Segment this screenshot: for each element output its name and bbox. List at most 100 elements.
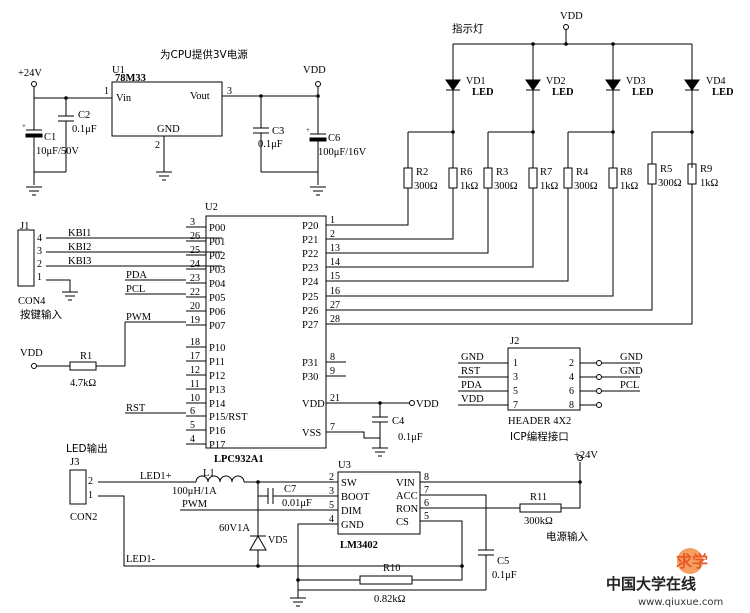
svg-text:VDD: VDD [416, 399, 439, 410]
resistor-r4: R4 300Ω [563, 131, 613, 192]
u2-pin-name: P06 [209, 307, 225, 318]
u2-pin-num: 5 [190, 420, 195, 431]
u2-pin-num: 22 [190, 287, 200, 298]
u3-pin-name: DIM [341, 506, 362, 517]
svg-text:300Ω: 300Ω [494, 181, 518, 192]
u2-pin-name: P20 [302, 221, 318, 232]
svg-text:C2: C2 [78, 110, 90, 121]
resistor-r5: R5 300Ω [647, 131, 692, 189]
u2-pin-num: 15 [330, 271, 340, 282]
resistor-r9: R9 1kΩ [687, 163, 719, 189]
u3-pin-num: 2 [329, 472, 334, 483]
u3-pin-num: 8 [424, 472, 429, 483]
svg-text:R8: R8 [620, 167, 632, 178]
u3-pin-num: 5 [424, 511, 429, 522]
connector-j3: LED输出 J3 2 1 CON2 LED1+ LED1- [66, 442, 258, 567]
u3-pin-num: 7 [424, 485, 429, 496]
svg-text:按键输入: 按键输入 [20, 308, 62, 321]
svg-text:300Ω: 300Ω [574, 181, 598, 192]
u3-pin-name: GND [341, 520, 364, 531]
svg-text:L1: L1 [203, 468, 215, 479]
svg-text:300Ω: 300Ω [414, 181, 438, 192]
svg-text:0.1μF: 0.1μF [72, 124, 97, 135]
capacitor-c5: C5 0.1μF [478, 549, 517, 590]
watermark: 求学 中国大学在线 www.qiuxue.com [606, 548, 723, 608]
svg-text:0.1μF: 0.1μF [258, 139, 283, 150]
svg-text:U3: U3 [338, 460, 351, 471]
j2-left-num: 1 [513, 358, 518, 369]
j2-right-num: 6 [569, 386, 574, 397]
svg-text:VD5: VD5 [268, 535, 287, 546]
svg-text:2: 2 [88, 476, 93, 487]
svg-text:www.qiuxue.com: www.qiuxue.com [638, 597, 723, 608]
j2-left-net: VDD [461, 394, 484, 405]
u3-pin-name: VIN [396, 478, 415, 489]
u2-pin-num: 17 [190, 351, 200, 362]
u2-pin-name: P02 [209, 251, 225, 262]
svg-text:300kΩ: 300kΩ [524, 516, 553, 527]
u2-pin-name: P07 [209, 321, 225, 332]
svg-text:0.1μF: 0.1μF [492, 570, 517, 581]
indicator-title: 指示灯 [452, 22, 484, 35]
u2-pin-num: 2 [330, 229, 335, 240]
capacitor-c1: + C1 10μF/50V [22, 98, 79, 185]
u2-pin-name: VDD [302, 399, 325, 410]
u2-left-pins: P003P0126P0225P0324P0423P0522P0620P0719P… [186, 217, 248, 451]
led-vd3: VD3 LED [605, 44, 654, 168]
diode-vd5: 60V1A VD5 [219, 496, 287, 566]
u2-pin-num: 6 [190, 406, 195, 417]
svg-text:R9: R9 [700, 164, 712, 175]
svg-text:R4: R4 [576, 167, 589, 178]
svg-text:100μH/1A: 100μH/1A [172, 486, 217, 497]
svg-text:R5: R5 [660, 164, 672, 175]
svg-text:LED: LED [472, 87, 494, 98]
j2-left-num: 5 [513, 386, 518, 397]
net-pcl: PCL [126, 284, 145, 295]
svg-text:VD4: VD4 [706, 76, 725, 87]
svg-text:1: 1 [88, 490, 93, 501]
u3-pin-name: CS [396, 517, 409, 528]
svg-text:0.01μF: 0.01μF [282, 498, 312, 509]
u2-pin-num: 16 [330, 286, 340, 297]
capacitor-c6: + C6 100μF/16V [306, 96, 367, 185]
svg-text:U1: U1 [112, 65, 125, 76]
svg-text:LED: LED [552, 87, 574, 98]
svg-text:Vout: Vout [190, 91, 210, 102]
svg-text:中国大学在线: 中国大学在线 [606, 575, 696, 593]
u2-pin-num: 8 [330, 352, 335, 363]
u2-pin-num: 27 [330, 300, 340, 311]
u2-pin-name: P05 [209, 293, 225, 304]
capacitor-c2: C2 0.1μF [58, 98, 97, 172]
svg-text:J1: J1 [20, 221, 29, 232]
u2-pin-num: 18 [190, 337, 200, 348]
svg-text:C3: C3 [272, 126, 284, 137]
svg-text:J3: J3 [70, 457, 79, 468]
svg-text:KBI1: KBI1 [68, 228, 91, 239]
u2-pin-name: P21 [302, 235, 318, 246]
regulator-u1: U1 78M33 Vin Vout GND 1 3 2 [104, 65, 232, 181]
svg-text:C5: C5 [497, 556, 509, 567]
power-supply-section: 为CPU提供3V电源 +24V + C1 10μF/50V C2 0.1μF [18, 48, 367, 196]
u2-pin-name: P04 [209, 279, 226, 290]
j2-left-num: 7 [513, 400, 518, 411]
u3-pin-name: SW [341, 478, 357, 489]
indicator-vdd-label: VDD [560, 11, 583, 22]
u2-pin-num: 23 [190, 273, 200, 284]
u2-pin-name: P23 [302, 263, 318, 274]
u2-pin-num: 28 [330, 314, 340, 325]
u2-pin-name: P26 [302, 306, 318, 317]
driver-u3: U3 LM3402 SW2BOOT3DIM5GND4VIN8ACC7RON6CS… [290, 460, 432, 607]
svg-text:3: 3 [227, 86, 232, 97]
svg-text:2: 2 [155, 140, 160, 151]
u2-pin-name: P31 [302, 358, 318, 369]
u3-pin-name: BOOT [341, 492, 370, 503]
net-led1-minus: LED1- [126, 554, 156, 565]
net-rst: RST [126, 403, 146, 414]
svg-text:R7: R7 [540, 167, 552, 178]
u2-pin-name: P15/RST [209, 412, 248, 423]
svg-text:2: 2 [37, 259, 42, 270]
svg-text:R6: R6 [460, 167, 472, 178]
u2-pin-name: P30 [302, 372, 318, 383]
resistor-r11: R11 300kΩ [432, 492, 562, 527]
